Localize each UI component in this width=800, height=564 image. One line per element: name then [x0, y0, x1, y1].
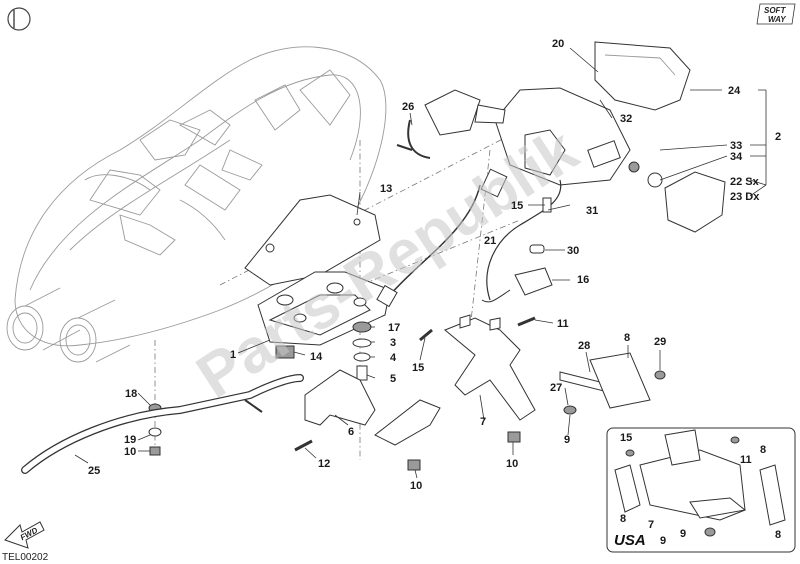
- left-turn-signal: [424, 89, 506, 136]
- softway-logo: SOFT WAY: [756, 3, 796, 25]
- callout-1: 1: [230, 349, 236, 361]
- leader-lines: [74, 47, 767, 479]
- callout-31: 31: [586, 205, 598, 217]
- callout-34: 34: [730, 151, 743, 163]
- callout-inset-8b: 8: [620, 513, 626, 525]
- callout-23-dx: 23 Dx: [730, 191, 760, 203]
- callout-25: 25: [88, 465, 100, 477]
- callout-10b: 10: [506, 458, 518, 470]
- part-13-plate: [244, 194, 381, 286]
- callout-10c: 10: [410, 480, 422, 492]
- part-21-cable: [376, 168, 508, 308]
- callout-9: 9: [564, 434, 570, 446]
- part-25-rail: [21, 374, 304, 474]
- callout-inset-9a: 9: [660, 535, 666, 547]
- callout-inset-8a: 8: [760, 444, 766, 456]
- callout-inset-11: 11: [740, 454, 752, 466]
- callout-8: 8: [624, 332, 630, 344]
- right-turn-signal: [628, 161, 726, 233]
- callout-32: 32: [620, 113, 632, 125]
- callout-22-sx: 22 Sx: [730, 176, 760, 188]
- callout-inset-8c: 8: [775, 529, 781, 541]
- callout-6: 6: [348, 426, 354, 438]
- part-28-reflector-bar: [559, 352, 666, 415]
- callout-inset-9b: 9: [680, 528, 686, 540]
- logo-line2: WAY: [768, 15, 786, 24]
- drawing-code: TEL00202: [2, 552, 49, 563]
- part-30-bulb: [529, 244, 545, 254]
- callout-16: 16: [577, 274, 589, 286]
- part-tail-light-body: [494, 87, 631, 186]
- callout-inset-7: 7: [648, 519, 654, 531]
- callout-15b: 15: [412, 362, 424, 374]
- callout-2: 2: [775, 131, 781, 143]
- callout-4: 4: [390, 352, 397, 364]
- bolts: [294, 316, 536, 452]
- callout-5: 5: [390, 373, 396, 385]
- part-6-bracket: [304, 369, 441, 446]
- callout-19: 19: [124, 434, 136, 446]
- washers-stack: [352, 321, 372, 381]
- part-20-lens: [594, 41, 691, 111]
- inset-label: USA: [614, 532, 646, 549]
- callout-12: 12: [318, 458, 330, 470]
- callout-7: 7: [480, 416, 486, 428]
- part-26-clip: [396, 119, 431, 159]
- callouts: 20 24 2 26 32 33 34 22 Sx 23 Dx 13 15 31…: [88, 38, 781, 547]
- callout-14: 14: [310, 351, 323, 363]
- callout-15: 15: [511, 200, 523, 212]
- callout-33: 33: [730, 140, 742, 152]
- callout-21: 21: [484, 235, 496, 247]
- logo-line1: SOFT: [764, 6, 786, 15]
- nuts-10: [148, 403, 521, 471]
- callout-10a: 10: [124, 446, 136, 458]
- callout-24: 24: [728, 85, 741, 97]
- callout-20: 20: [552, 38, 564, 50]
- callout-13: 13: [380, 183, 392, 195]
- callout-26: 26: [402, 101, 414, 113]
- usa-inset: USA: [606, 427, 796, 553]
- callout-17: 17: [388, 322, 400, 334]
- callout-27: 27: [550, 382, 562, 394]
- part-16-licence-light: [481, 267, 553, 303]
- callout-3: 3: [390, 337, 396, 349]
- callout-inset-15: 15: [620, 432, 632, 444]
- part-7-bracket: [444, 314, 536, 421]
- fwd-arrow: FWD: [4, 521, 45, 549]
- rear-fairing-ghost: [6, 46, 387, 363]
- callout-30: 30: [567, 245, 579, 257]
- corner-mark: [7, 7, 31, 31]
- callout-18: 18: [125, 388, 137, 400]
- callout-11: 11: [557, 318, 569, 330]
- callout-28: 28: [578, 340, 590, 352]
- watermark-text: Parts-Republik: [185, 115, 590, 411]
- callout-29: 29: [654, 336, 666, 348]
